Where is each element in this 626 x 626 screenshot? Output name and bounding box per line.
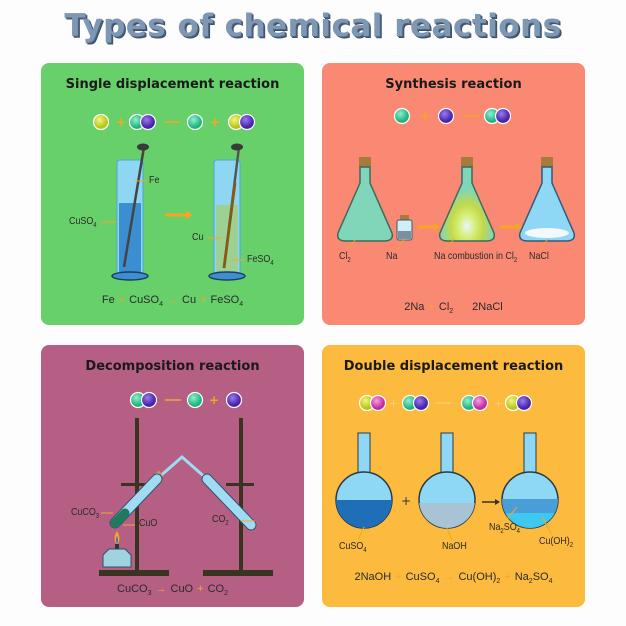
equation: 2NaOH+CuSO4→Cu(OH)2+Na2SO4 <box>354 571 553 586</box>
atom-yellow <box>92 113 110 131</box>
label-co2: CO2 <box>212 513 229 528</box>
single-displacement-illustration: + + <box>92 113 256 281</box>
atom-teal <box>393 107 411 125</box>
molecule-equation: + + <box>92 113 256 131</box>
burner-icon <box>102 531 132 568</box>
panel-decomposition: Decomposition reaction + <box>41 345 304 607</box>
double-displacement-illustration: + + + <box>335 394 559 541</box>
bottle-na <box>396 215 413 241</box>
atom-purple <box>494 107 512 125</box>
equation: 2Na+Cl2→2NaCl <box>404 301 503 316</box>
atom-teal <box>186 113 204 131</box>
atom-purple <box>238 113 256 131</box>
svg-text:+: + <box>420 109 430 123</box>
svg-text:+: + <box>494 397 503 410</box>
atom-teal <box>186 391 204 409</box>
atom-purple <box>515 394 533 412</box>
label-cuoh2: Cu(OH)2 <box>539 535 574 550</box>
panel-double-displacement: Double displacement reaction + + <box>322 345 585 607</box>
atom-purple <box>225 391 243 409</box>
page-title: Types of chemical reactions <box>64 8 562 44</box>
test-tube-cuco3 <box>109 473 163 529</box>
atom-pink <box>471 394 489 412</box>
svg-text:+: + <box>116 115 126 129</box>
label-na2so4: Na2SO4 <box>489 521 520 536</box>
flask-naoh <box>418 432 476 529</box>
label-naoh: NaOH <box>442 540 467 552</box>
label-nacl: NaCl <box>529 250 549 262</box>
panel-title: Single displacement reaction <box>65 77 280 92</box>
atom-purple <box>139 113 157 131</box>
svg-text:+: + <box>389 397 398 410</box>
plus-sign: + <box>401 494 411 508</box>
test-tube-cuso4 <box>111 143 149 281</box>
flask-cl2 <box>336 157 394 242</box>
flask-combustion <box>438 157 496 242</box>
molecule-equation: + + <box>358 394 533 412</box>
panel-title: Double displacement reaction <box>343 359 564 374</box>
synthesis-illustration: + <box>336 107 576 250</box>
panel-title: Decomposition reaction <box>85 359 260 374</box>
label-cuso4: CuSO4 <box>69 215 97 230</box>
svg-text:+: + <box>209 393 219 407</box>
flask-nacl <box>518 157 576 242</box>
molecule-equation: + <box>393 107 512 125</box>
equation: Fe+CuSO4→Cu+FeSO4 <box>101 294 244 309</box>
label-na-combustion: Na combustion in Cl2 <box>434 250 518 265</box>
label-cuo: CuO <box>139 517 158 529</box>
equation: CuCO3→CuO+CO2 <box>117 583 228 598</box>
panel-single-displacement: Single displacement reaction + + <box>41 63 304 325</box>
svg-text:+: + <box>210 115 220 129</box>
test-tube-co2 <box>201 473 257 531</box>
stand-right <box>203 418 273 576</box>
label-cuco3: CuCO3 <box>71 506 100 521</box>
atom-purple <box>437 107 455 125</box>
atom-pink <box>369 394 387 412</box>
atom-purple <box>140 391 158 409</box>
molecule-equation: + <box>129 391 243 409</box>
flask-cuso4 <box>335 432 393 529</box>
decomposition-illustration: + <box>99 391 273 576</box>
panel-synthesis: Synthesis reaction + <box>322 63 585 325</box>
label-cu: Cu <box>192 231 204 243</box>
label-cuso4: CuSO4 <box>339 540 367 555</box>
label-feso4: FeSO4 <box>247 253 274 268</box>
label-cl2: Cl2 <box>339 250 351 265</box>
flask-cuoh2 <box>501 432 559 529</box>
label-na: Na <box>386 250 398 262</box>
panel-title: Synthesis reaction <box>385 77 522 92</box>
label-fe: Fe <box>149 174 160 186</box>
test-tube-feso4 <box>208 143 246 281</box>
atom-purple <box>412 394 430 412</box>
